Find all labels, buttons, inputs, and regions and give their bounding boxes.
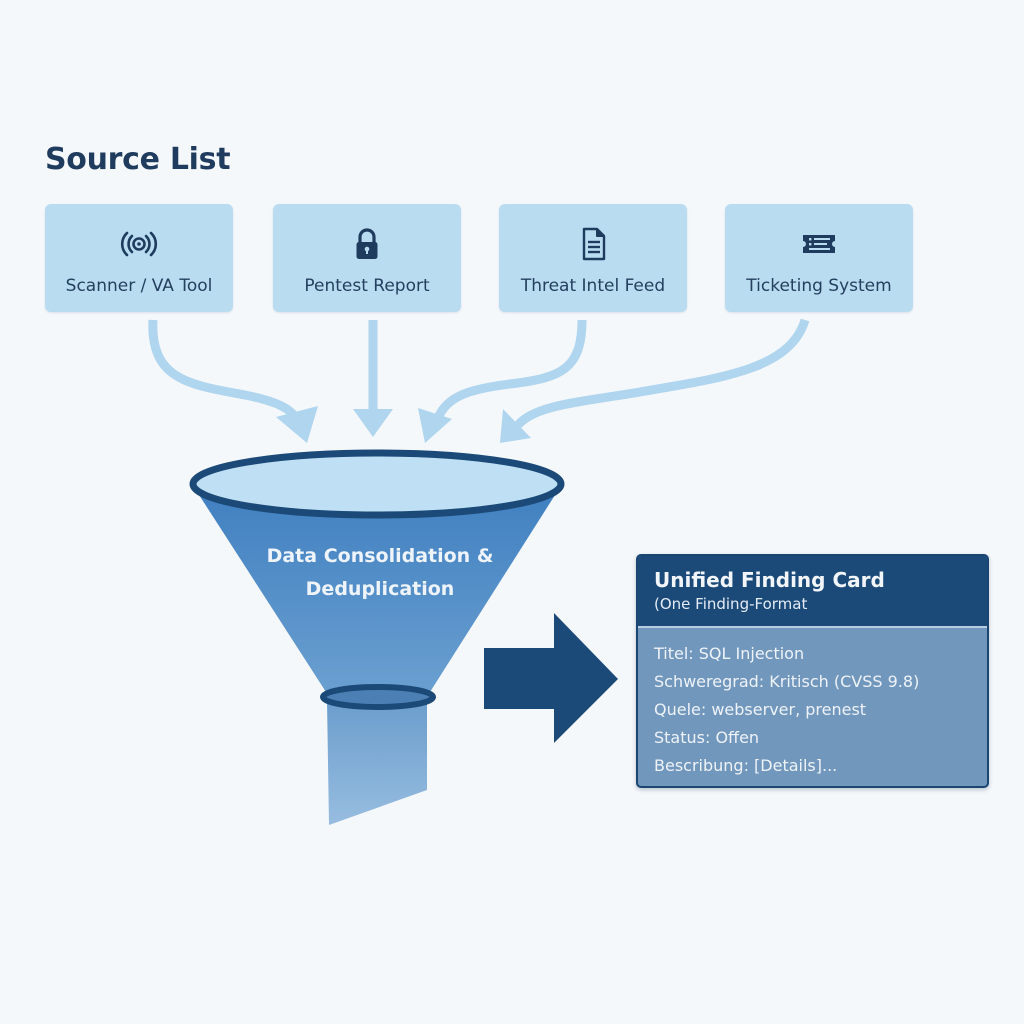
radar-icon [120,231,158,257]
card-subtitle: (One Finding-Format [654,595,808,613]
source-label: Scanner / VA Tool [65,276,213,296]
arrow-scanner-to-funnel [148,319,318,443]
funnel-spout [327,700,427,825]
arrow-ticketing-to-funnel [500,318,810,443]
funnel-label-line2: Deduplication [305,578,455,600]
field-title: Titel: SQL Injection [654,644,805,663]
source-pentest-report: Pentest Report [273,204,461,312]
page-title: Source List [45,142,231,177]
card-title: Unified Finding Card [654,568,885,592]
funnel [189,449,565,825]
arrow-pentest-to-funnel [353,320,393,437]
funnel-label-line1: Data Consolidation & [266,545,494,567]
document-icon [582,227,606,261]
source-threat-intel-feed: Threat Intel Feed [499,204,687,312]
field-description: Bescribung: [Details]... [654,756,838,775]
unified-finding-card: Unified Finding Card (One Finding-Format… [636,554,989,788]
field-source: Quele: webserver, prenest [654,700,867,719]
field-status: Status: Offen [654,728,760,747]
output-arrow [484,613,618,743]
lock-icon [356,228,378,259]
card-body: Titel: SQL Injection Schweregrad: Kritis… [638,628,987,780]
source-label: Pentest Report [304,276,430,296]
funnel-label: Data Consolidation & Deduplication [250,540,510,606]
card-header: Unified Finding Card (One Finding-Format [638,556,987,628]
funnel-ring [320,684,436,710]
arrow-threatintel-to-funnel [418,319,587,443]
field-severity: Schweregrad: Kritisch (CVSS 9.8) [654,672,920,691]
source-label: Threat Intel Feed [520,276,666,296]
source-ticketing-system: Ticketing System [725,204,913,312]
source-scanner-va-tool: Scanner / VA Tool [45,204,233,312]
source-label: Ticketing System [746,276,892,296]
ticket-icon [803,235,835,253]
